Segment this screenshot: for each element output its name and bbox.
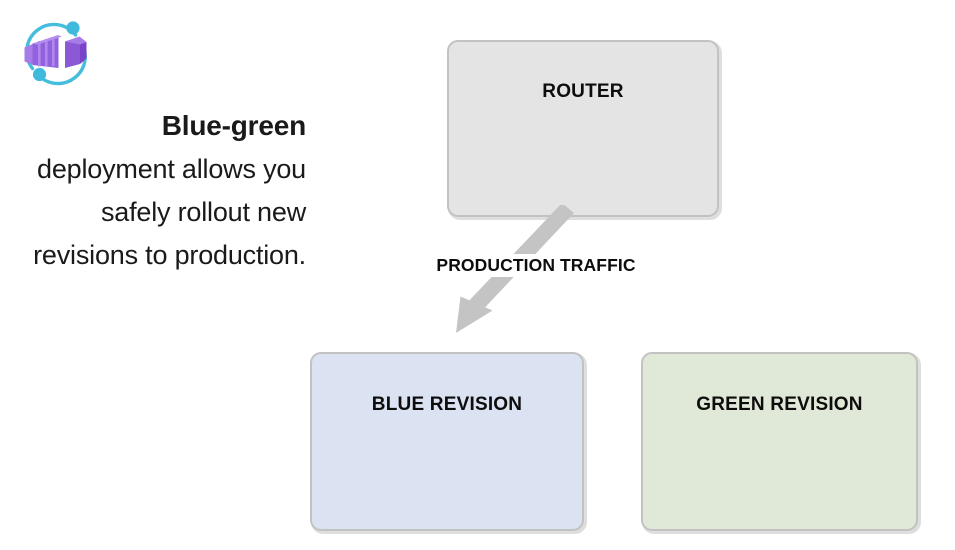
caption-lead: Blue-green bbox=[161, 110, 306, 141]
orbit-dot-bottom-icon bbox=[32, 67, 47, 82]
caption-text: Blue-green deployment allows you safely … bbox=[20, 106, 306, 279]
production-traffic-label: PRODUCTION TRAFFIC bbox=[407, 254, 665, 277]
node-blue-revision-label: BLUE REVISION bbox=[371, 394, 523, 415]
orbit-dot-top-icon bbox=[66, 21, 80, 35]
azure-container-apps-logo bbox=[18, 16, 94, 92]
caption-body: deployment allows you safely rollout new… bbox=[33, 154, 306, 270]
node-blue-revision[interactable]: BLUE REVISION bbox=[310, 352, 584, 531]
node-green-revision-label: GREEN REVISION bbox=[696, 394, 863, 415]
node-green-revision[interactable]: GREEN REVISION bbox=[641, 352, 918, 531]
container-boxes-icon bbox=[24, 35, 87, 68]
node-router[interactable]: ROUTER bbox=[447, 40, 719, 217]
production-traffic-arrow bbox=[456, 205, 574, 333]
node-router-label: ROUTER bbox=[542, 81, 624, 102]
